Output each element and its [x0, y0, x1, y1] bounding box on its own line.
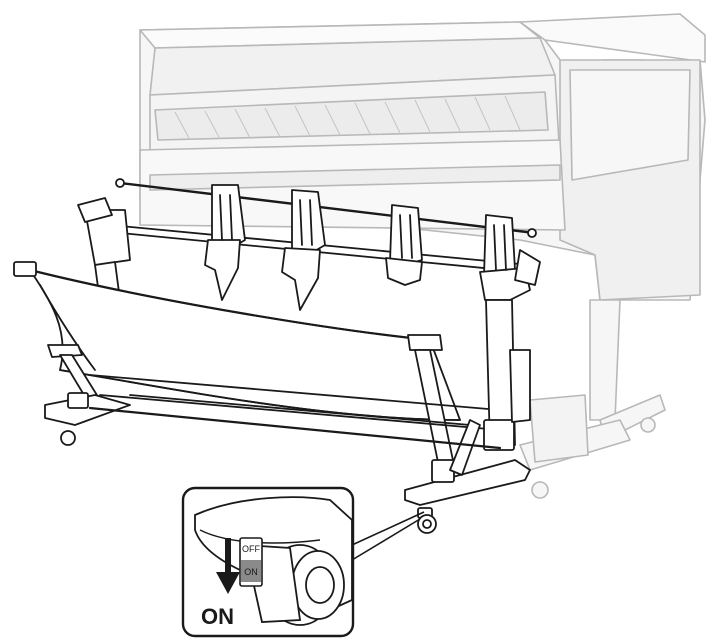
- paper-guide-1: [204, 184, 246, 301]
- arrow-down-icon: [216, 538, 240, 594]
- caster-lock-callout: OFF ON ON: [181, 486, 355, 638]
- caster-wheel: [243, 544, 345, 626]
- switch-off-label: OFF: [242, 544, 260, 554]
- paper-guide-3: [385, 204, 423, 286]
- callout-pointer: [351, 511, 425, 561]
- paper-basket-stand: [13, 178, 541, 534]
- caster-front: [417, 507, 437, 534]
- printer-body: [139, 13, 706, 499]
- on-direction-label: ON: [201, 604, 234, 629]
- paper-guide-4: [479, 214, 531, 301]
- paper-guide-2: [281, 189, 326, 311]
- lock-switch: OFF ON: [239, 537, 263, 587]
- switch-on-label: ON: [244, 567, 258, 577]
